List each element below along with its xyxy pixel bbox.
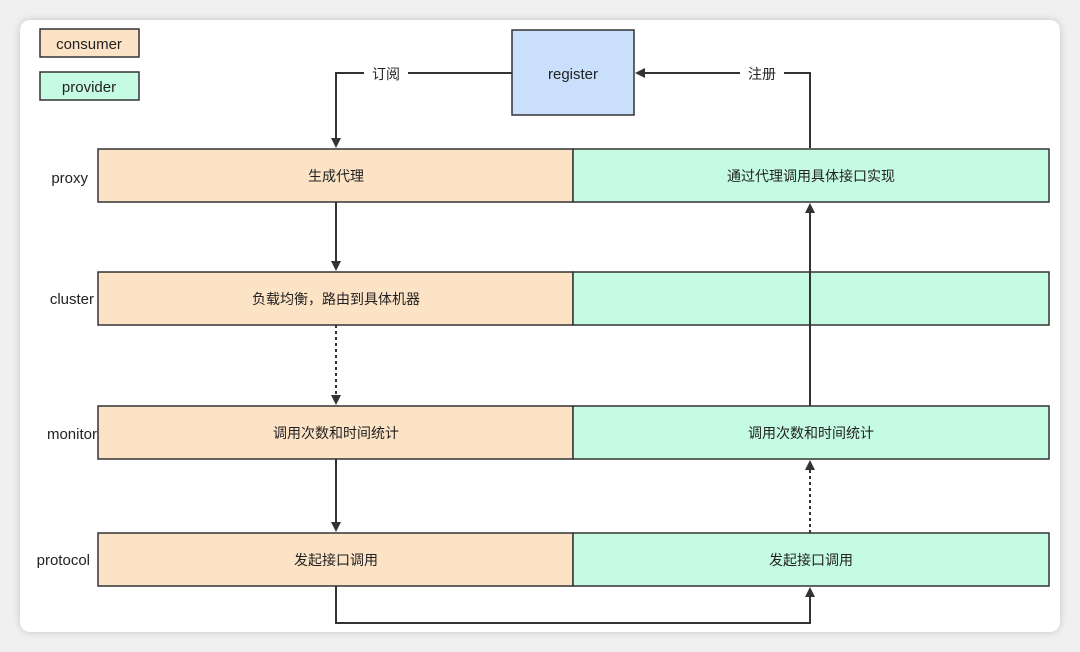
consumer-cluster-text: 负载均衡，路由到具体机器	[252, 292, 420, 308]
layer-label-proxy: proxy	[51, 170, 88, 187]
legend-consumer: consumer	[39, 28, 140, 58]
consumer-protocol-text: 发起接口调用	[294, 552, 378, 569]
protocol-row: 发起接口调用 发起接口调用	[97, 532, 1050, 587]
consumer-protocol-box	[97, 532, 574, 587]
register-edge-label: 注册	[748, 67, 776, 83]
consumer-proxy-text: 生成代理	[308, 169, 364, 185]
register-box	[511, 29, 635, 116]
diagram-card	[20, 20, 1060, 632]
register-edge: 注册	[635, 62, 811, 148]
legend-provider-swatch	[39, 71, 140, 101]
layer-label-monitor: monitor	[47, 426, 97, 443]
consumer-monitor-text: 调用次数和时间统计	[273, 426, 399, 442]
legend-provider-label: provider	[62, 79, 116, 96]
provider-proxy-text: 通过代理调用具体接口实现	[727, 168, 895, 185]
provider-proxy-box	[572, 148, 1050, 203]
proxy-row: 生成代理 通过代理调用具体接口实现	[97, 148, 1050, 203]
consumer-cluster-box	[97, 271, 574, 326]
cluster-row: 负载均衡，路由到具体机器	[97, 271, 1050, 326]
layer-label-cluster: cluster	[50, 291, 94, 308]
register-label: register	[548, 66, 598, 83]
arrow-consumer-to-provider-protocol	[335, 586, 815, 624]
register-node: register	[511, 29, 635, 116]
subscribe-label: 订阅	[372, 67, 400, 83]
legend-consumer-label: consumer	[56, 36, 122, 53]
subscribe-edge: 订阅	[331, 62, 512, 148]
legend-provider: provider	[39, 71, 140, 101]
provider-protocol-box	[572, 532, 1050, 587]
monitor-row: 调用次数和时间统计 调用次数和时间统计	[97, 405, 1050, 460]
legend-consumer-swatch	[39, 28, 140, 58]
provider-monitor-text: 调用次数和时间统计	[748, 426, 874, 442]
layer-label-protocol: protocol	[37, 552, 90, 569]
provider-protocol-text: 发起接口调用	[769, 552, 853, 569]
